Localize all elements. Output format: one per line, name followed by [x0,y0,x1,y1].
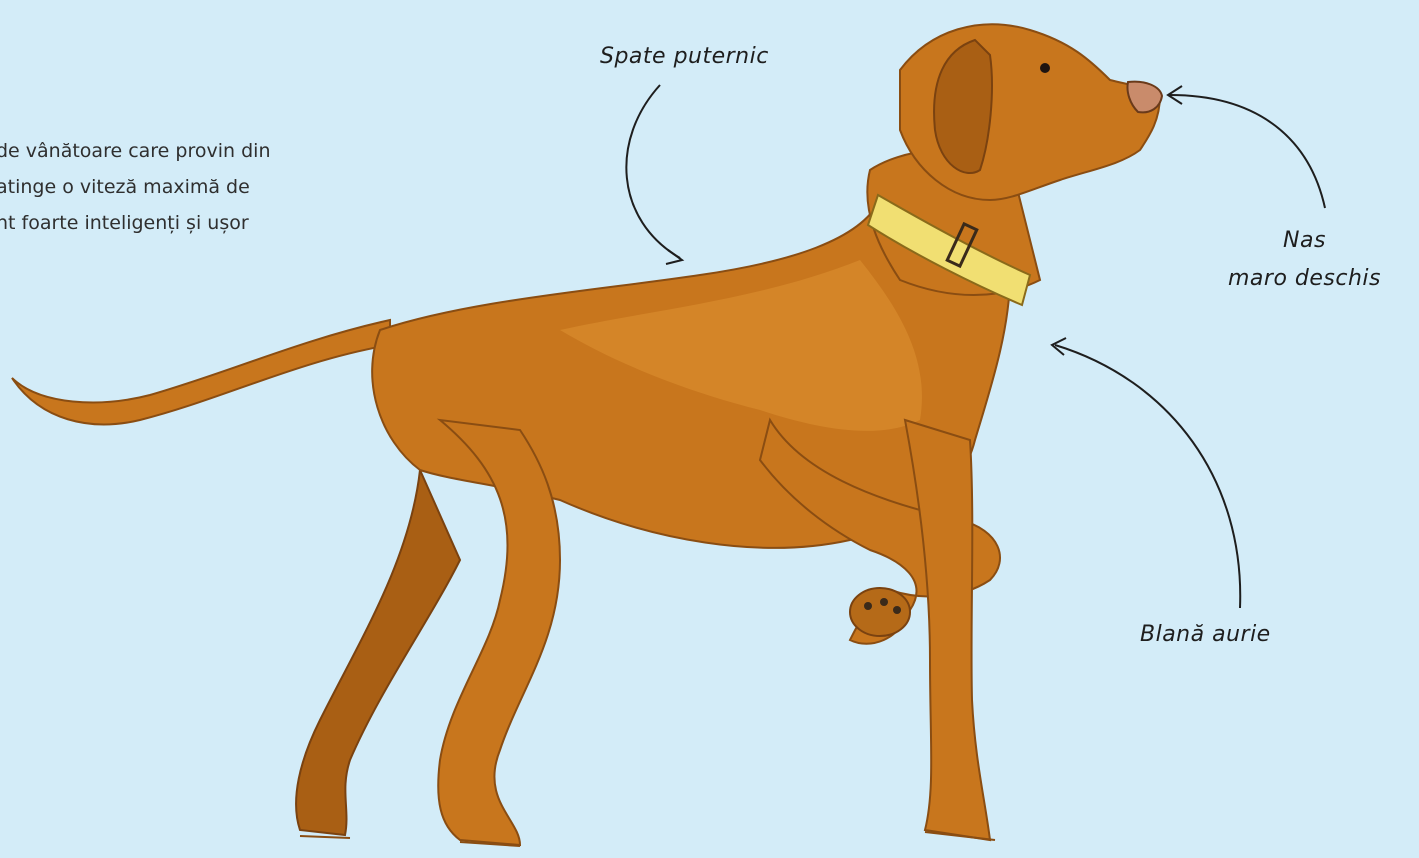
label-nose-desc: maro deschis [1228,266,1381,291]
dog-paw-raised [850,588,910,636]
dog-back-leg-near [438,420,560,845]
arrow-fur [1052,338,1240,608]
dog-front-leg-standing [905,420,990,840]
dog-eye [1040,63,1050,73]
dog-back-leg-far [296,470,460,835]
arrow-nose [1168,86,1325,208]
arrow-back [626,85,682,264]
label-strong-back: Spate puternic [600,44,769,69]
label-nose-title: Nas [1283,228,1326,253]
dog-tail [12,320,390,424]
label-golden-fur: Blană aurie [1140,622,1271,647]
